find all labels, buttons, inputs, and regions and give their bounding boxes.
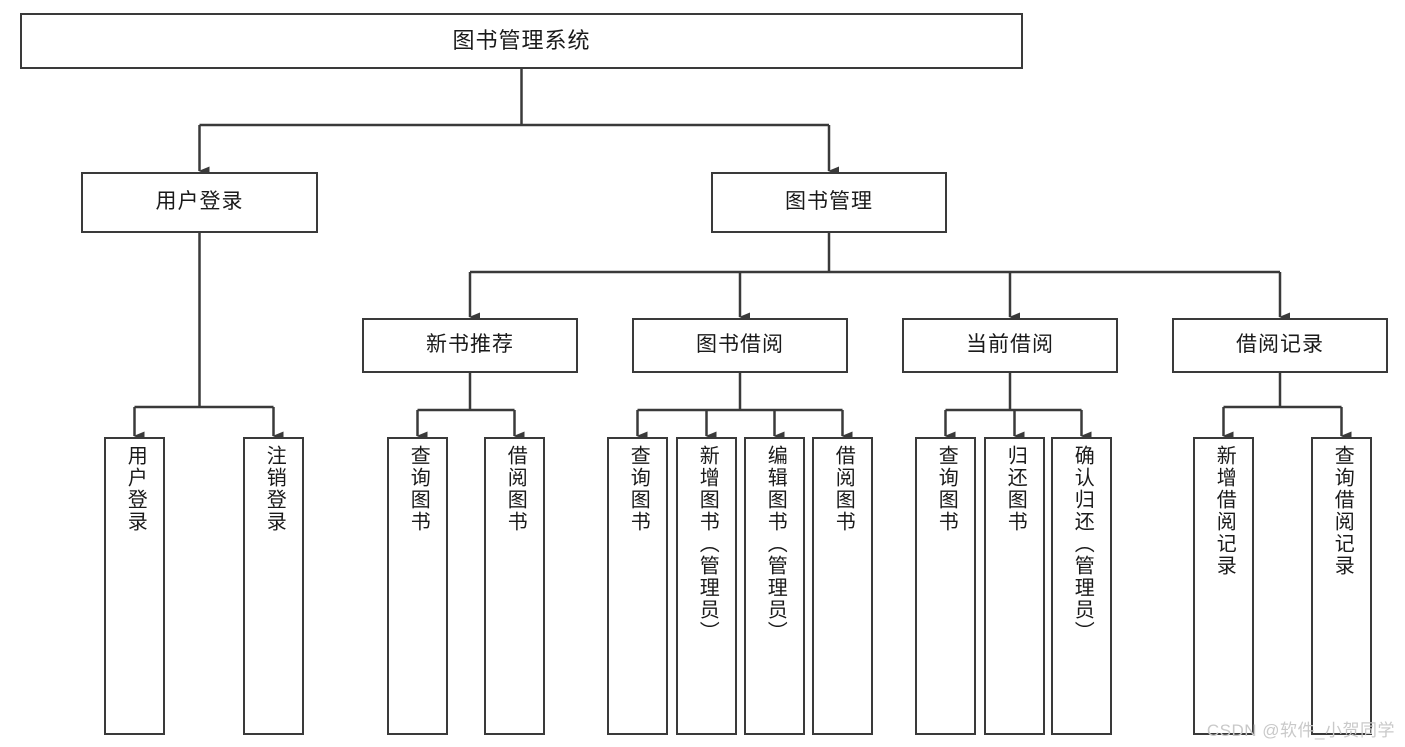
- node-label-login: 用户登录: [155, 190, 244, 214]
- node-label-l-bo-edit: 编辑图书（管理员）: [764, 445, 787, 643]
- node-label-l-cu-confirm: 确认归还（管理员）: [1071, 445, 1094, 643]
- node-label-l-bo-add: 新增图书（管理员）: [696, 445, 719, 643]
- node-label-root: 图书管理系统: [452, 28, 591, 54]
- node-l-cu-query[interactable]: 查询图书: [915, 437, 976, 735]
- node-label-records: 借阅记录: [1236, 333, 1324, 357]
- node-label-l-login: 用户登录: [124, 445, 147, 533]
- node-l-cu-confirm[interactable]: 确认归还（管理员）: [1051, 437, 1112, 735]
- node-label-l-bo-borrow: 借阅图书: [832, 445, 855, 533]
- node-label-l-re-add: 新增借阅记录: [1213, 445, 1236, 577]
- node-l-bo-query[interactable]: 查询图书: [607, 437, 668, 735]
- node-l-bo-borrow[interactable]: 借阅图书: [812, 437, 873, 735]
- node-login[interactable]: 用户登录: [81, 172, 318, 233]
- node-bookmgmt[interactable]: 图书管理: [711, 172, 947, 233]
- edge-group: [133, 69, 1352, 441]
- node-label-newbook: 新书推荐: [426, 333, 514, 357]
- node-label-l-bo-query: 查询图书: [627, 445, 650, 533]
- node-records[interactable]: 借阅记录: [1172, 318, 1388, 373]
- node-l-bo-edit[interactable]: 编辑图书（管理员）: [744, 437, 805, 735]
- node-label-l-cu-return: 归还图书: [1004, 445, 1027, 533]
- node-current[interactable]: 当前借阅: [902, 318, 1118, 373]
- node-l-nb-query[interactable]: 查询图书: [387, 437, 448, 735]
- node-label-l-re-query: 查询借阅记录: [1331, 445, 1354, 577]
- node-l-re-add[interactable]: 新增借阅记录: [1193, 437, 1254, 735]
- node-l-logout[interactable]: 注销登录: [243, 437, 304, 735]
- node-label-current: 当前借阅: [966, 333, 1054, 357]
- node-newbook[interactable]: 新书推荐: [362, 318, 578, 373]
- node-label-borrow: 图书借阅: [696, 333, 784, 357]
- node-l-nb-borrow[interactable]: 借阅图书: [484, 437, 545, 735]
- watermark: CSDN @软件_小贺同学: [1206, 721, 1395, 740]
- node-root[interactable]: 图书管理系统: [20, 13, 1023, 69]
- node-l-bo-add[interactable]: 新增图书（管理员）: [676, 437, 737, 735]
- node-label-l-cu-query: 查询图书: [935, 445, 958, 533]
- node-borrow[interactable]: 图书借阅: [632, 318, 848, 373]
- node-l-login[interactable]: 用户登录: [104, 437, 165, 735]
- node-label-l-nb-borrow: 借阅图书: [504, 445, 527, 533]
- node-label-l-logout: 注销登录: [263, 445, 286, 533]
- node-l-cu-return[interactable]: 归还图书: [984, 437, 1045, 735]
- node-l-re-query[interactable]: 查询借阅记录: [1311, 437, 1372, 735]
- node-label-l-nb-query: 查询图书: [407, 445, 430, 533]
- node-label-bookmgmt: 图书管理: [785, 190, 873, 214]
